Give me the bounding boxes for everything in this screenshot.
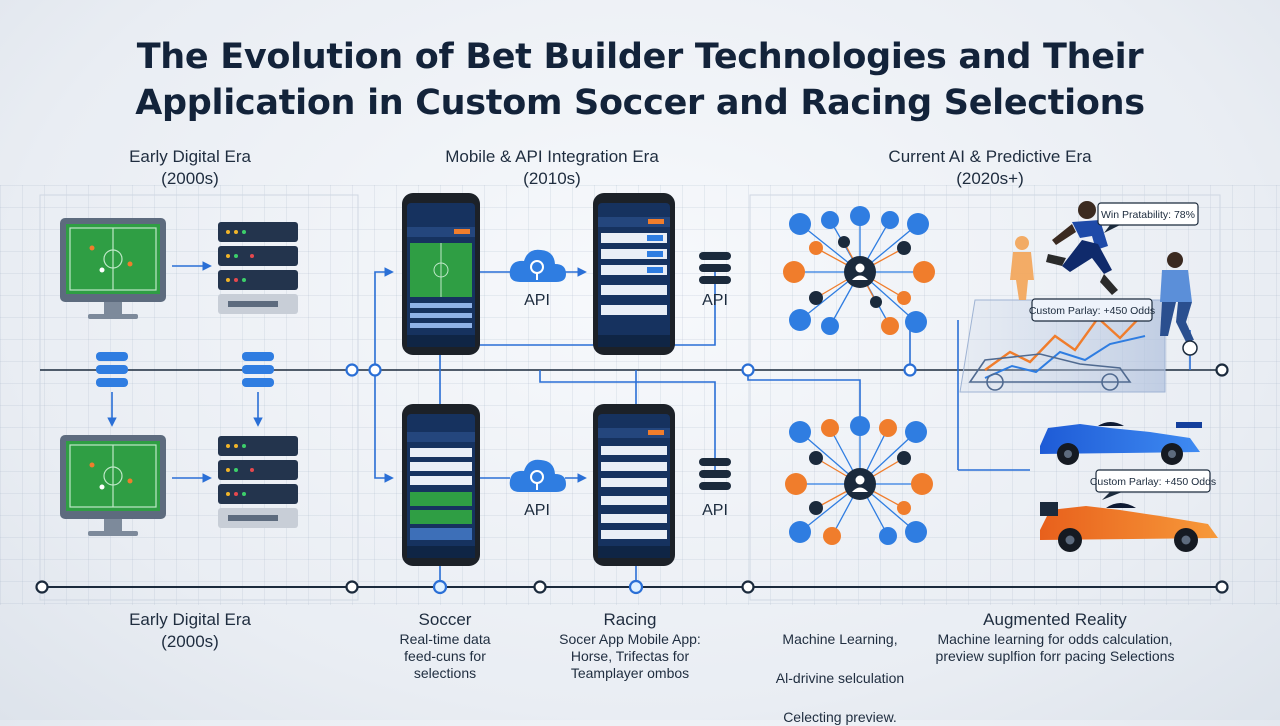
bottom-soccer-line-3: selections [413, 665, 477, 681]
bottom-soccer-line-2: feed-cuns for [404, 648, 486, 664]
api-label-cloud-bottom: API [524, 502, 550, 519]
database-icon [699, 252, 731, 284]
racing-car-icon [1040, 422, 1202, 465]
bottom-soccer-line-1: Real-time data [399, 631, 491, 647]
api-label-server-bottom: API [702, 502, 728, 519]
era-mobile-header: Mobile & API Integration Era (2010s) [402, 146, 702, 190]
cloud-api-icon [509, 249, 566, 282]
bottom-machine-learning: Machine Learning, Al-drivine selculation… [760, 609, 920, 726]
bottom-ml-line-3: Celecting preview. [783, 709, 897, 725]
soccer-player-icon [1160, 252, 1198, 356]
bottom-early-years: (2000s) [161, 632, 219, 651]
server-rack-icon [218, 436, 298, 528]
ar-preview-panel [959, 299, 1166, 393]
bottom-ar-heading: Augmented Reality [983, 610, 1127, 629]
bottom-ml-line-2: Al-drivine selculation [775, 670, 905, 686]
database-icon [699, 458, 731, 490]
smartphone-icon [402, 193, 480, 355]
era-early-title: Early Digital Era [129, 147, 251, 166]
era-ai-title: Current AI & Predictive Era [888, 147, 1092, 166]
smartphone-icon [593, 404, 675, 566]
bottom-soccer: Soccer Real-time data feed-cuns for sele… [370, 609, 520, 682]
bottom-racing-line-1: Socer App Mobile App: [559, 631, 701, 647]
parlay-bottom-text: Custom Parlay: +450 Odds [1090, 476, 1216, 488]
era-ai-years: (2020s+) [956, 169, 1024, 188]
bottom-timeline-nodes [35, 579, 1229, 595]
era-mobile-years: (2010s) [523, 169, 581, 188]
parlay-callout-top: Custom Parlay: +450 Odds [1029, 298, 1155, 322]
parlay-callout-bottom: Custom Parlay: +450 Odds [1090, 469, 1216, 500]
page-title: The Evolution of Bet Builder Technologie… [40, 34, 1240, 126]
bottom-augmented-reality: Augmented Reality Machine learning for o… [900, 609, 1210, 665]
bottom-racing-line-2: Horse, Trifectas for [570, 648, 690, 664]
bottom-racing: Racing Socer App Mobile App: Horse, Trif… [540, 609, 720, 682]
api-label-server-top: API [702, 292, 728, 309]
neural-network-bottom [785, 416, 933, 545]
soccer-player-icon [1010, 236, 1034, 300]
bottom-racing-line-3: Teamplayer ombos [570, 665, 690, 681]
mid-timeline-nodes [345, 363, 1229, 377]
era-early-header: Early Digital Era (2000s) [100, 146, 280, 190]
bottom-racing-heading: Racing [603, 610, 657, 629]
bottom-early-title: Early Digital Era [129, 610, 251, 629]
smartphone-icon [402, 404, 480, 566]
neural-network-top [783, 206, 935, 335]
monitor-icon [60, 218, 166, 319]
era-early-years: (2000s) [161, 169, 219, 188]
bottom-early-era: Early Digital Era (2000s) [90, 609, 290, 653]
racing-car-icon [968, 353, 1132, 391]
bottom-ar-line-2: preview suplfion forr pacing Selections [935, 648, 1175, 664]
bottom-ar-line-1: Machine learning for odds calculation, [937, 631, 1173, 647]
title-line-2: Application in Custom Soccer and Racing … [135, 83, 1145, 123]
soccer-player-icon [1046, 201, 1118, 295]
bottom-soccer-heading: Soccer [418, 610, 472, 629]
win-probability-text: Win Pratability: 78% [1101, 209, 1195, 221]
server-rack-icon [218, 222, 298, 314]
parlay-top-text: Custom Parlay: +450 Odds [1029, 305, 1155, 317]
soccer-ball-icon [1182, 340, 1198, 356]
smartphone-icon [593, 193, 675, 355]
monitor-icon [60, 435, 166, 536]
era-ai-panel [749, 194, 1221, 601]
database-icon [242, 352, 274, 387]
era-early-panel [39, 194, 359, 601]
title-line-1: The Evolution of Bet Builder Technologie… [136, 37, 1144, 77]
era-mobile-title: Mobile & API Integration Era [445, 147, 659, 166]
racing-car-icon [1040, 502, 1218, 552]
win-probability-callout: Win Pratability: 78% [1097, 202, 1199, 233]
bottom-ml-line-1: Machine Learning, [782, 631, 898, 647]
cloud-api-icon [509, 459, 566, 492]
era-ai-header: Current AI & Predictive Era (2020s+) [830, 146, 1150, 190]
api-label-cloud-top: API [524, 292, 550, 309]
database-icon [96, 352, 128, 387]
